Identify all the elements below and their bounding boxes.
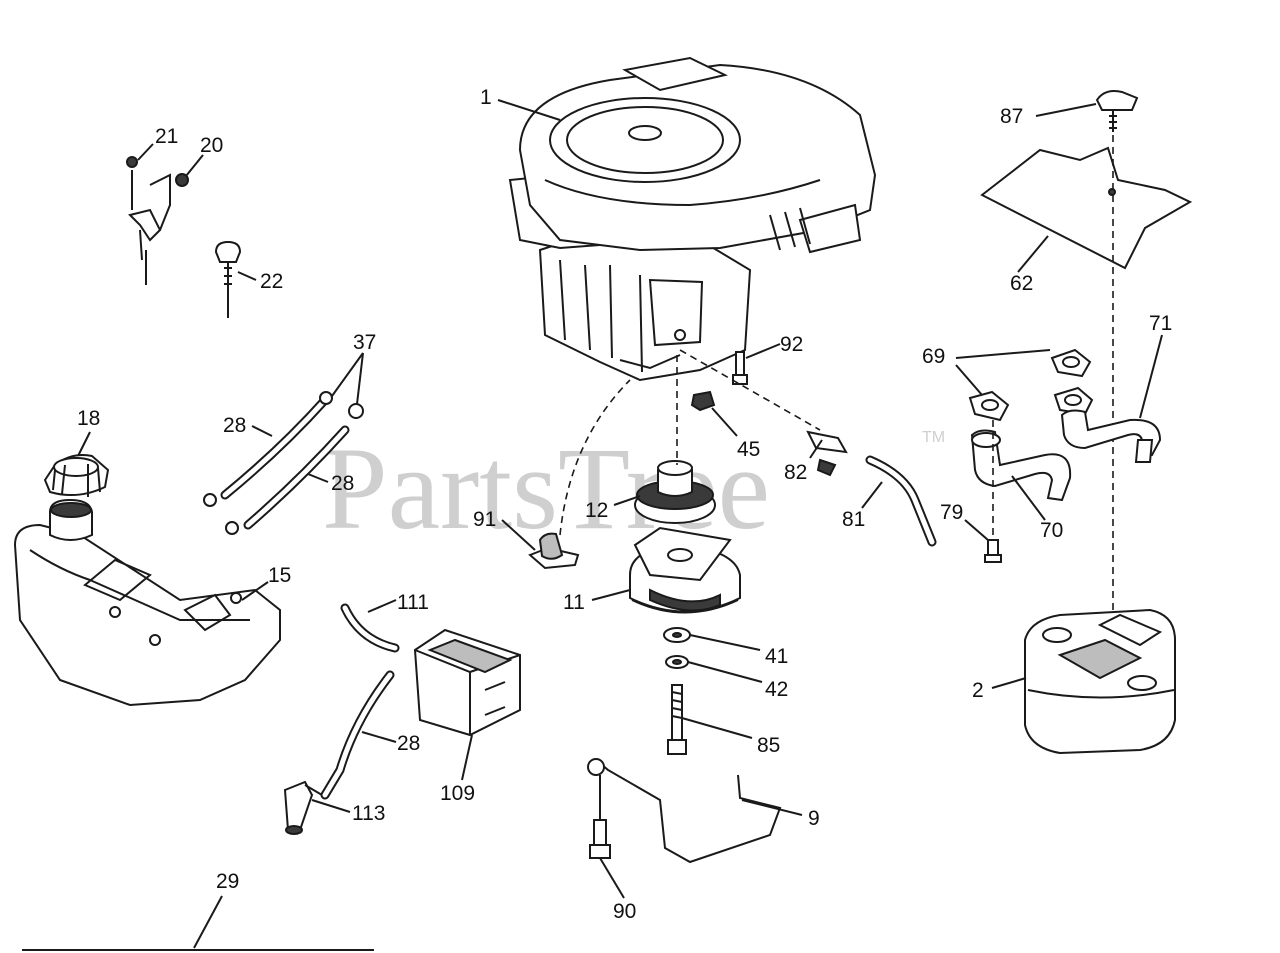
callout-12[interactable]: 12 (585, 499, 608, 522)
leader-lines (77, 99, 1163, 899)
callout-92[interactable]: 92 (780, 333, 803, 356)
part-rod[interactable] (587, 758, 782, 864)
callout-29[interactable]: 29 (216, 870, 239, 893)
part-pulley[interactable] (634, 460, 716, 524)
callout-71[interactable]: 71 (1149, 312, 1172, 335)
part-hose-lower[interactable] (320, 670, 395, 800)
callout-113[interactable]: 113 (352, 802, 385, 825)
part-nut-45[interactable] (690, 390, 716, 412)
callout-91[interactable]: 91 (473, 508, 496, 531)
callout-28-upper[interactable]: 28 (223, 414, 246, 437)
callout-11[interactable]: 11 (563, 591, 585, 614)
callout-109[interactable]: 109 (440, 782, 475, 805)
part-fuel-pump[interactable] (413, 628, 521, 737)
callout-21[interactable]: 21 (155, 125, 178, 148)
callout-18[interactable]: 18 (77, 407, 100, 430)
part-fuel-tank[interactable] (13, 498, 281, 707)
callout-82[interactable]: 82 (784, 461, 807, 484)
part-drain-hose[interactable] (865, 455, 937, 547)
callout-28-middle[interactable]: 28 (331, 472, 354, 495)
callout-69[interactable]: 69 (922, 345, 945, 368)
part-grommet[interactable] (528, 379, 631, 570)
callout-9[interactable]: 9 (808, 807, 820, 830)
callout-37[interactable]: 37 (353, 331, 376, 354)
part-gasket-69b[interactable] (1050, 348, 1092, 378)
part-bolt-92[interactable] (732, 351, 748, 385)
callout-2[interactable]: 2 (972, 679, 984, 702)
part-washer-41[interactable] (663, 627, 691, 643)
callout-42[interactable]: 42 (765, 678, 788, 701)
part-knob[interactable] (214, 240, 242, 318)
part-bolt-85[interactable] (667, 684, 687, 755)
callouts: 1 21 20 22 37 28 28 18 15 111 28 113 109… (77, 86, 1172, 923)
callout-87[interactable]: 87 (1000, 105, 1023, 128)
watermark-tm: TM (922, 429, 945, 446)
part-exhaust-pipe-71[interactable] (1060, 409, 1162, 463)
callout-41[interactable]: 41 (765, 645, 788, 668)
part-bolt-90[interactable] (589, 775, 611, 859)
callout-28-lower[interactable]: 28 (397, 732, 420, 755)
part-gasket-69a[interactable] (968, 390, 1010, 422)
part-throttle-bracket[interactable] (126, 156, 189, 285)
callout-62[interactable]: 62 (1010, 272, 1033, 295)
callout-90[interactable]: 90 (613, 900, 636, 923)
part-clutch[interactable] (629, 526, 741, 614)
part-elbow-fitting[interactable] (283, 780, 323, 835)
part-washer-42[interactable] (665, 655, 689, 669)
callout-20[interactable]: 20 (200, 134, 223, 157)
part-29-line (22, 895, 374, 951)
callout-111[interactable]: 111 (397, 591, 429, 614)
part-fuel-hoses[interactable] (203, 391, 364, 535)
part-engine[interactable] (508, 56, 877, 382)
part-heat-shield[interactable] (980, 146, 1193, 270)
part-fuel-cap[interactable] (43, 454, 110, 497)
callout-1[interactable]: 1 (480, 86, 492, 109)
part-muffler[interactable] (1024, 608, 1176, 755)
part-hose-111[interactable] (340, 603, 400, 653)
callout-45[interactable]: 45 (737, 438, 760, 461)
callout-22[interactable]: 22 (260, 270, 283, 293)
callout-15[interactable]: 15 (268, 564, 291, 587)
callout-85[interactable]: 85 (757, 734, 780, 757)
part-exhaust-pipe-70[interactable] (970, 429, 1072, 502)
part-screw-87[interactable] (1095, 90, 1139, 132)
callout-79[interactable]: 79 (940, 501, 963, 524)
callout-70[interactable]: 70 (1040, 519, 1063, 542)
part-screw-79[interactable] (984, 420, 1002, 563)
part-gasket-69c[interactable] (1053, 386, 1094, 416)
callout-81[interactable]: 81 (842, 508, 865, 531)
